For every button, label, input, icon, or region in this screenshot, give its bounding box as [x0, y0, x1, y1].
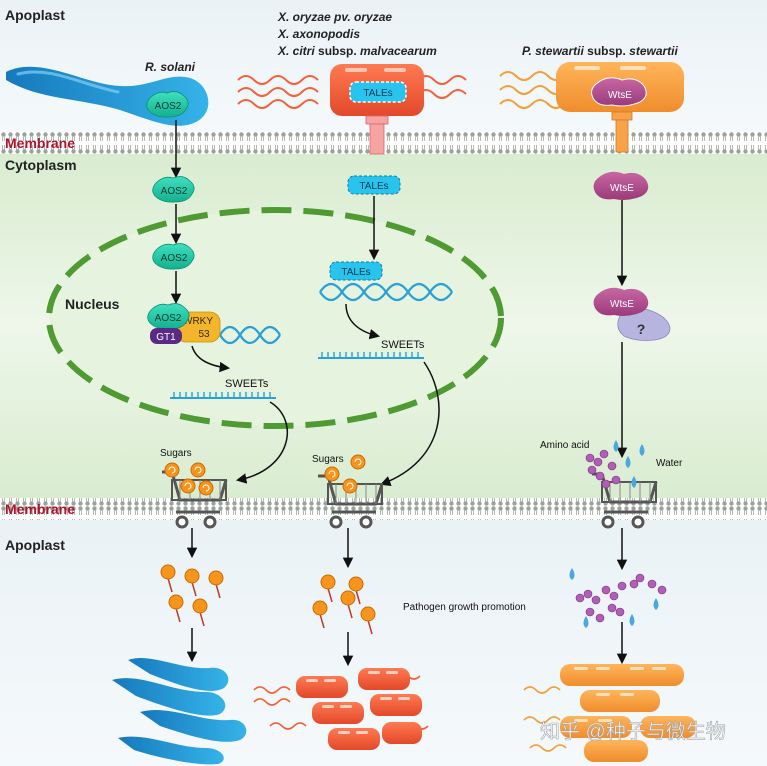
outcome-label: Pathogen growth promotion	[403, 602, 526, 613]
t3ss-xantho	[365, 115, 389, 155]
exported-water-drops	[569, 568, 659, 628]
membrane-bottom-label: Membrane	[5, 501, 75, 517]
pantoea-growth-group	[523, 664, 696, 762]
xantho-name-2: X. axonopodis	[277, 27, 360, 41]
arrow-sweets-to-cart-2	[380, 361, 440, 486]
wrky-label-line2: 53	[198, 329, 210, 340]
pantoea-highlight-1	[574, 66, 600, 70]
unknown-target-protein: ?	[617, 308, 671, 341]
fungus-name: R. solani	[145, 60, 196, 74]
amino-acid-label: Amino acid	[540, 440, 589, 451]
gt1-label: GT1	[156, 332, 176, 343]
dna-strand-b-2	[319, 282, 453, 302]
t3ss-pantoea	[611, 111, 633, 153]
aos2-label-1: AOS2	[155, 101, 182, 112]
dna-strand-a-1	[219, 325, 281, 345]
wtse-protein-2: WtsE	[593, 171, 649, 200]
tales-protein-3: TALEs	[329, 261, 383, 281]
cytoplasm-label: Cytoplasm	[5, 157, 77, 173]
pantoea-highlight-2	[620, 66, 646, 70]
arrow-to-sweets-2	[345, 303, 381, 340]
wtse-label-3: WtsE	[610, 299, 634, 310]
fungus-highlight	[16, 70, 120, 94]
apoplast-top-label: Apoplast	[5, 7, 65, 23]
dna-strand-b-1	[219, 325, 281, 345]
tales-label-2: TALEs	[359, 181, 388, 192]
tales-protein-1: TALEs	[349, 81, 407, 103]
sweets-label-1: SWEETs	[225, 378, 269, 390]
water-label: Water	[656, 458, 683, 469]
wtse-label-1: WtsE	[608, 90, 632, 101]
wtse-protein-1: WtsE	[591, 77, 647, 107]
xantho-growth-group	[253, 668, 429, 750]
xantho-name-1: X. oryzae pv. oryzae	[277, 10, 392, 24]
sweets-label-2: SWEETs	[381, 339, 425, 351]
aos2-label-4: AOS2	[155, 313, 182, 324]
amino-acids-cart	[585, 449, 621, 489]
sugar-transporter-1	[162, 470, 228, 529]
aos2-label-2: AOS2	[161, 186, 188, 197]
sweets-mrna-2	[318, 352, 424, 359]
gt1-protein: GT1	[150, 328, 182, 344]
aos2-protein-3: AOS2	[152, 243, 195, 270]
aos2-label-3: AOS2	[161, 253, 188, 264]
exported-sugars-2	[312, 574, 376, 635]
unknown-label: ?	[637, 321, 646, 337]
nucleus-envelope	[46, 207, 504, 429]
tales-label-1: TALEs	[363, 88, 392, 99]
membrane-top-label: Membrane	[5, 135, 75, 151]
membrane-bottom	[0, 498, 767, 520]
water-drops-cart	[613, 440, 645, 488]
sweets-mrna-1	[170, 392, 276, 399]
wrky-label-line1: WRKY	[183, 316, 213, 327]
apoplast-bottom-label: Apoplast	[5, 537, 65, 553]
arrow-to-sweets-1	[191, 345, 231, 373]
exported-amino-acids	[575, 573, 667, 623]
exported-sugars-1	[160, 564, 224, 627]
tales-label-3: TALEs	[341, 267, 370, 278]
wtse-protein-3: WtsE	[593, 287, 649, 316]
wtse-label-2: WtsE	[610, 183, 634, 194]
xantho-highlight-1	[345, 68, 367, 72]
tales-protein-2: TALEs	[347, 175, 401, 195]
sugars-label-2: Sugars	[312, 454, 344, 465]
aos2-protein-1: AOS2	[146, 91, 189, 118]
pantoea-name: P. stewartii subsp. stewartii	[522, 44, 679, 58]
sugar-transporter-2	[318, 474, 384, 529]
xantho-flagella	[237, 75, 467, 109]
arrow-sweets-to-cart-1	[235, 401, 288, 484]
aos2-protein-4: AOS2	[147, 303, 190, 330]
xantho-highlight-2	[384, 68, 406, 72]
sugar-lollipops-cart-1	[164, 462, 214, 496]
apoplast-bottom-region	[0, 520, 767, 766]
aos2-protein-2: AOS2	[152, 176, 195, 203]
fungus-growth-group	[112, 657, 247, 765]
xantho-name-3: X. citri subsp. malvacearum	[277, 44, 437, 58]
watermark: 知乎 @种子与微生物	[540, 720, 726, 743]
nucleus-label: Nucleus	[65, 296, 120, 312]
sugars-label-1: Sugars	[160, 448, 192, 459]
pantoea-flagella	[499, 71, 565, 109]
sugar-lollipops-cart-2	[324, 454, 366, 494]
